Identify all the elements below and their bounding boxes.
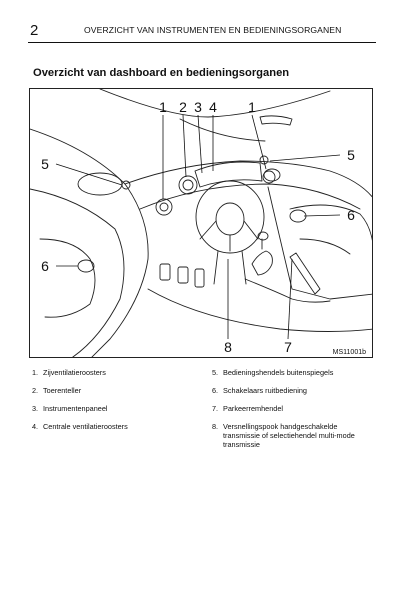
pedal-brake <box>177 266 189 284</box>
section-title: Overzicht van dashboard en bedieningsorg… <box>33 67 290 79</box>
legend-text: Toerenteller <box>43 386 82 395</box>
callout-3: 3 <box>194 99 202 115</box>
legend-right: 5. Bedieningshendels buitenspiegels 6. S… <box>212 368 382 468</box>
legend-text: Bedieningshendels buitenspiegels <box>223 368 334 377</box>
legend-number: 6. <box>212 386 219 395</box>
legend-number: 8. <box>212 422 219 431</box>
callout-6-left: 6 <box>41 258 49 274</box>
dashboard-top <box>124 160 372 198</box>
legend-text: Parkeerremhendel <box>223 404 284 413</box>
callout-1-right: 1 <box>248 99 256 115</box>
legend-number: 5. <box>212 368 219 377</box>
gear-lever-boot <box>251 250 273 276</box>
legend-number: 7. <box>212 404 219 413</box>
leader-2 <box>182 114 187 178</box>
parking-brake <box>289 252 321 295</box>
left-mirror-housing <box>77 172 123 196</box>
callout-5-left: 5 <box>41 156 49 172</box>
legend-left: 1. Zijventilatieroosters 2. Toerenteller… <box>32 368 202 458</box>
leader-5-left <box>55 163 123 186</box>
legend-number: 2. <box>32 386 39 395</box>
legend-text: Instrumentenpaneel <box>43 404 108 413</box>
legend-number: 3. <box>32 404 39 413</box>
window-switch-left <box>77 259 95 273</box>
callout-2: 2 <box>179 99 187 115</box>
legend-text: Centrale ventilatieroosters <box>43 422 128 431</box>
left-door-outline <box>30 128 149 357</box>
callout-6-right: 6 <box>347 207 355 223</box>
legend-text: Versnellingspook handgeschakelde transmi… <box>223 422 355 449</box>
callout-4: 4 <box>209 99 217 115</box>
leader-3 <box>197 114 203 174</box>
instrument-hood <box>194 161 263 188</box>
leader-5-right <box>269 154 341 162</box>
page-header: 2 OVERZICHT VAN INSTRUMENTEN EN BEDIENIN… <box>28 22 376 43</box>
legend-text: Schakelaars ruitbediening <box>223 386 307 395</box>
leader-6-right <box>303 214 341 217</box>
vent-right <box>262 170 276 184</box>
vent-center <box>263 168 281 182</box>
dashboard-illustration: 1 2 3 4 1 5 5 6 6 8 7 MS11001b <box>29 88 373 358</box>
rear-view-mirror <box>259 115 293 126</box>
window-switch-right <box>289 209 307 223</box>
pedal-accelerator <box>194 268 205 288</box>
center-console <box>267 186 372 300</box>
legend-number: 1. <box>32 368 39 377</box>
callout-8: 8 <box>224 339 232 355</box>
door-handle-recess <box>39 238 96 318</box>
callout-5-right: 5 <box>347 147 355 163</box>
leader-1-right <box>251 114 267 170</box>
gear-knob <box>257 231 269 241</box>
legend-text: Zijventilatieroosters <box>43 368 106 377</box>
mirror-control-right <box>259 155 269 165</box>
pedal-clutch <box>159 263 171 281</box>
vent-left <box>155 198 173 216</box>
figure-id: MS11001b <box>333 349 366 356</box>
callout-1-left: 1 <box>159 99 167 115</box>
header-title: OVERZICHT VAN INSTRUMENTEN EN BEDIENINGS… <box>84 25 342 35</box>
legend-number: 4. <box>32 422 39 431</box>
windshield-edge <box>99 89 331 118</box>
page-number: 2 <box>30 22 39 39</box>
callout-7: 7 <box>284 339 292 355</box>
steering-wheel <box>195 180 265 254</box>
dashboard-drawing: 1 2 3 4 1 5 5 6 6 8 7 MS11001b <box>30 89 372 357</box>
leader-7 <box>287 258 293 340</box>
tachometer <box>178 175 198 195</box>
